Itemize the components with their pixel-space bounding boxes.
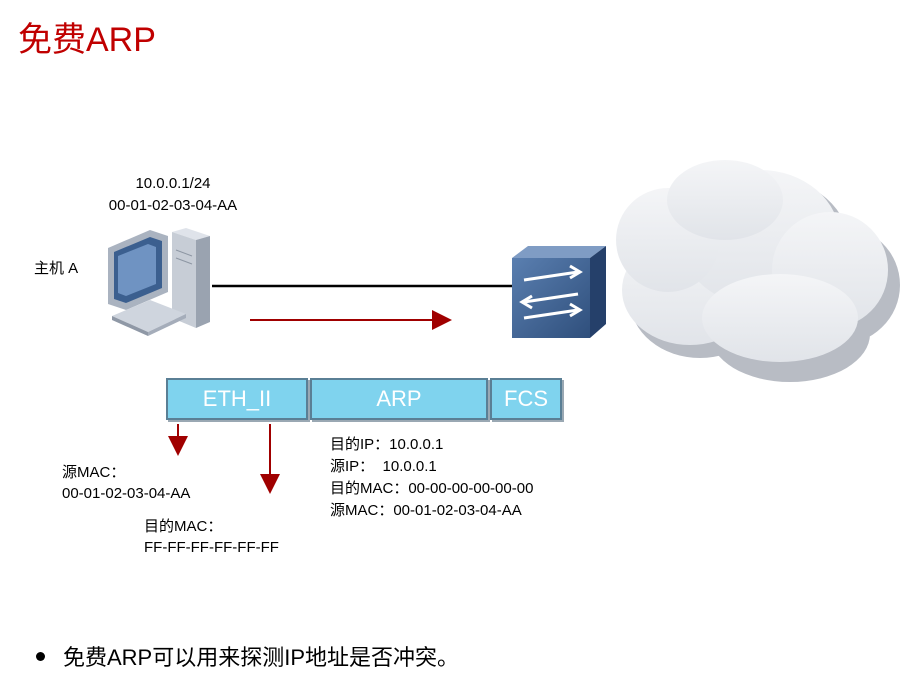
arp-field: 源IP： 10.0.0.1: [330, 458, 437, 475]
dst-mac-label: 目的MAC：: [144, 518, 223, 535]
host-address-block: 10.0.0.1/24 00-01-02-03-04-AA: [88, 173, 258, 217]
src-mac-value: 00-01-02-03-04-AA: [62, 485, 191, 502]
src-mac-block: 源MAC： 00-01-02-03-04-AA: [62, 462, 190, 504]
bullet-text: 免费ARP可以用来探测IP地址是否冲突。: [63, 645, 460, 670]
arp-fields-block: 目的IP：10.0.0.1 源IP： 10.0.0.1 目的MAC：00-00-…: [330, 434, 533, 522]
arp-field: 目的MAC：00-00-00-00-00-00: [330, 480, 534, 497]
frame-structure: ETH_II ARP FCS: [166, 378, 564, 420]
bullet-point: 免费ARP可以用来探测IP地址是否冲突。: [36, 640, 459, 672]
arp-field: 源MAC：00-01-02-03-04-AA: [330, 502, 522, 519]
arp-field: 目的IP：10.0.0.1: [330, 436, 444, 453]
switch-icon: [512, 246, 606, 338]
src-mac-label: 源MAC：: [62, 464, 126, 481]
computer-icon: [108, 228, 210, 336]
frame-segment-fcs: FCS: [490, 378, 562, 420]
frame-segment-eth: ETH_II: [166, 378, 308, 420]
host-label: 主机 A: [34, 260, 79, 277]
host-ip: 10.0.0.1/24: [135, 175, 211, 192]
frame-segment-arp: ARP: [310, 378, 488, 420]
dst-mac-value: FF-FF-FF-FF-FF-FF: [144, 539, 279, 556]
bullet-icon: [36, 651, 45, 661]
page-title: 免费ARP: [18, 21, 156, 59]
host-mac: 00-01-02-03-04-AA: [108, 197, 238, 214]
dst-mac-block: 目的MAC： FF-FF-FF-FF-FF-FF: [144, 516, 279, 558]
cloud-icon: [616, 160, 900, 382]
